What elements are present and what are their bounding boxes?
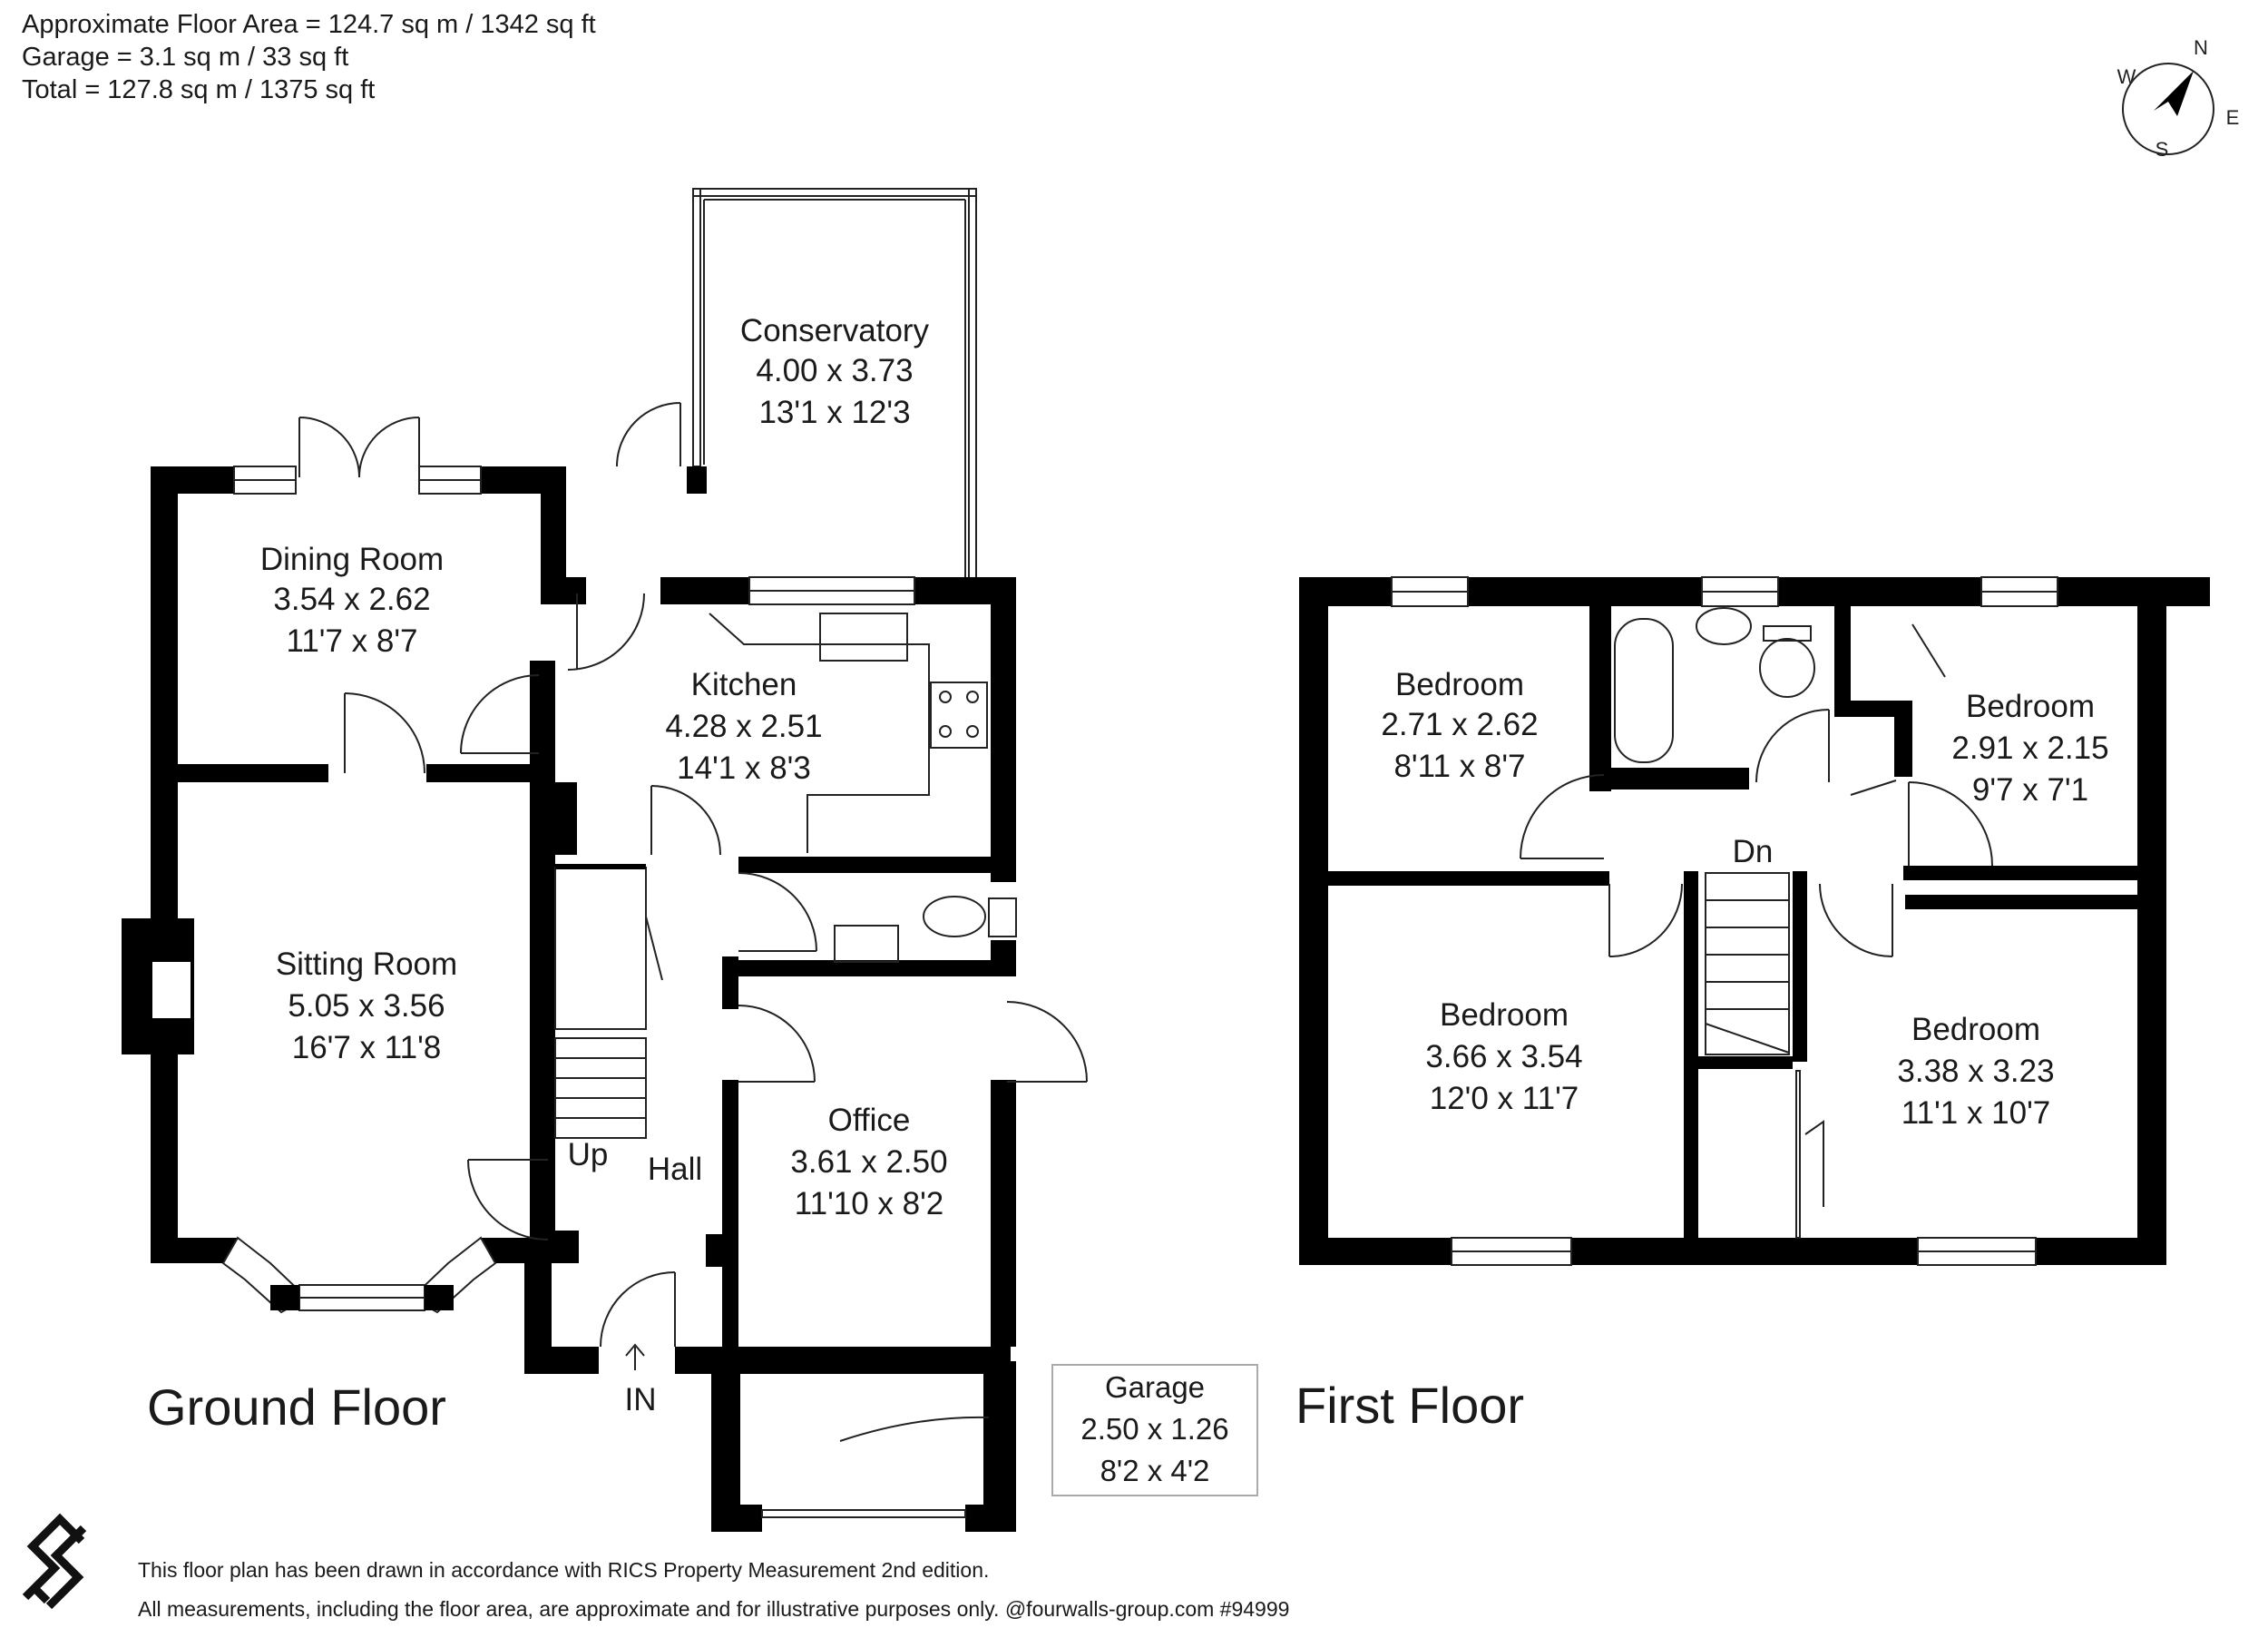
hall-label: Hall [648, 1152, 702, 1187]
garage-label-box [1051, 1364, 1258, 1496]
svg-text:11'1 x 10'7: 11'1 x 10'7 [1901, 1095, 2051, 1131]
total-area-text: Total = 127.8 sq m / 1375 sq ft [22, 75, 376, 104]
svg-text:4.28 x 2.51: 4.28 x 2.51 [665, 709, 822, 744]
svg-text:Sitting Room: Sitting Room [276, 946, 457, 982]
bathtub-icon [1614, 618, 1674, 763]
svg-text:8'2 x 4'2: 8'2 x 4'2 [1100, 1454, 1210, 1487]
stairs-down-label: Dn [1733, 834, 1774, 869]
bath-toilet-icon [1759, 638, 1815, 698]
room-kitchen: Kitchen 4.28 x 2.51 14'1 x 8'3 [665, 667, 822, 786]
garage-area-text: Garage = 3.1 sq m / 33 sq ft [22, 43, 349, 72]
room-garage: Garage 2.50 x 1.26 8'2 x 4'2 [1080, 1370, 1228, 1487]
entrance-label: IN [625, 1382, 657, 1417]
svg-text:2.71 x 2.62: 2.71 x 2.62 [1381, 707, 1538, 742]
footer-disclaimer: All measurements, including the floor ar… [138, 1597, 1290, 1621]
svg-text:Bedroom: Bedroom [1440, 997, 1569, 1033]
compass-south-label: S [2156, 138, 2169, 161]
compass-north-label: N [2194, 36, 2208, 59]
svg-text:Garage: Garage [1105, 1370, 1205, 1404]
svg-text:4.00 x 3.73: 4.00 x 3.73 [756, 353, 913, 388]
svg-text:9'7 x 7'1: 9'7 x 7'1 [1972, 772, 2088, 808]
svg-text:Bedroom: Bedroom [1911, 1012, 2040, 1047]
room-bedroom-3: Bedroom 3.66 x 3.54 12'0 x 11'7 [1425, 997, 1582, 1116]
stairs-up-label: Up [568, 1137, 609, 1172]
svg-text:12'0 x 11'7: 12'0 x 11'7 [1430, 1081, 1579, 1116]
bath-basin-icon [1696, 607, 1752, 645]
compass-rose: N E S W [2117, 36, 2240, 161]
svg-text:3.38 x 3.23: 3.38 x 3.23 [1897, 1054, 2054, 1089]
wc-basin-icon [834, 925, 899, 963]
svg-text:Kitchen: Kitchen [691, 667, 797, 702]
svg-text:2.91 x 2.15: 2.91 x 2.15 [1951, 731, 2108, 766]
hob-icon [930, 682, 988, 749]
conservatory-glazing [616, 188, 977, 580]
room-bedroom-2: Bedroom 2.91 x 2.15 9'7 x 7'1 [1951, 689, 2108, 808]
sink-icon [819, 613, 908, 662]
first-floor-stairs [1705, 872, 1790, 1055]
room-bedroom-4: Bedroom 3.38 x 3.23 11'1 x 10'7 [1897, 1012, 2054, 1131]
svg-text:14'1 x 8'3: 14'1 x 8'3 [677, 750, 811, 786]
svg-text:13'1 x 12'3: 13'1 x 12'3 [758, 395, 910, 430]
svg-text:5.05 x 3.56: 5.05 x 3.56 [288, 988, 445, 1024]
compass-west-label: W [2117, 65, 2136, 88]
svg-text:Bedroom: Bedroom [1966, 689, 2095, 724]
ground-floor-title: Ground Floor [147, 1378, 446, 1436]
room-dining: Dining Room 3.54 x 2.62 11'7 x 8'7 [260, 542, 444, 659]
svg-text:2.50 x 1.26: 2.50 x 1.26 [1080, 1412, 1228, 1446]
wall-dining-sitting-right [426, 764, 541, 782]
room-office: Office 3.61 x 2.50 11'10 x 8'2 [790, 1103, 947, 1221]
floor-area-text: Approximate Floor Area = 124.7 sq m / 13… [22, 10, 596, 39]
svg-text:Conservatory: Conservatory [740, 313, 930, 348]
first-floor-plan [1299, 576, 2210, 1266]
room-conservatory: Conservatory 4.00 x 3.73 13'1 x 12'3 [740, 313, 930, 430]
first-floor-title: First Floor [1295, 1377, 1524, 1434]
wall-west [151, 466, 178, 1250]
svg-text:3.61 x 2.50: 3.61 x 2.50 [790, 1144, 947, 1180]
wall-dining-sitting-left [151, 764, 328, 782]
footer-rics-note: This floor plan has been drawn in accord… [138, 1558, 990, 1582]
svg-text:16'7 x 11'8: 16'7 x 11'8 [292, 1030, 442, 1065]
svg-text:3.66 x 3.54: 3.66 x 3.54 [1425, 1039, 1582, 1074]
svg-text:3.54 x 2.62: 3.54 x 2.62 [273, 582, 430, 617]
compass-east-label: E [2226, 106, 2240, 129]
svg-text:Bedroom: Bedroom [1395, 667, 1524, 702]
svg-text:11'7 x 8'7: 11'7 x 8'7 [286, 623, 417, 659]
room-bedroom-1: Bedroom 2.71 x 2.62 8'11 x 8'7 [1381, 667, 1538, 784]
svg-text:Office: Office [828, 1103, 911, 1138]
fourwalls-logo [22, 1513, 87, 1610]
svg-text:8'11 x 8'7: 8'11 x 8'7 [1393, 749, 1525, 784]
room-sitting: Sitting Room 5.05 x 3.56 16'7 x 11'8 [276, 946, 457, 1065]
svg-text:Dining Room: Dining Room [260, 542, 444, 577]
svg-text:11'10 x 8'2: 11'10 x 8'2 [795, 1186, 944, 1221]
wc-toilet-icon [923, 896, 986, 937]
ground-floor-plan [122, 188, 1258, 1532]
wall-sitting-east [530, 661, 555, 1238]
